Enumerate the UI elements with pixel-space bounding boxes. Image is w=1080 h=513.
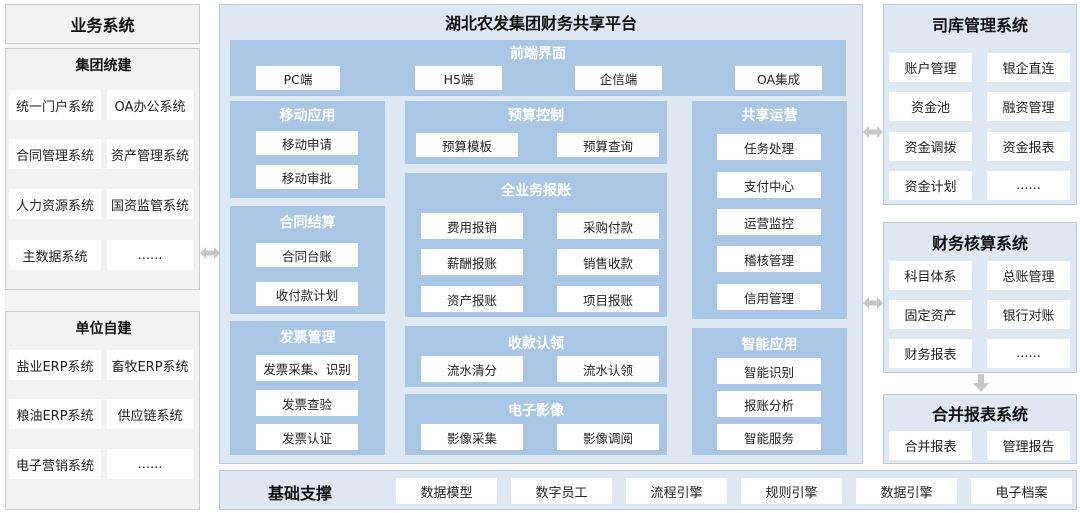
- reimbursement-item: 资产报账: [421, 286, 523, 312]
- system-item: 资产管理系统: [107, 139, 193, 169]
- treasury-item: 资金调拨: [889, 132, 972, 161]
- reimbursement-item: 费用报销: [421, 213, 523, 239]
- operations-item: 任务处理: [717, 134, 821, 160]
- operations-item: 信用管理: [717, 284, 821, 310]
- budget-item: 预算模板: [416, 133, 518, 157]
- treasury-item: ......: [987, 171, 1070, 200]
- base-support-item: 规则引擎: [741, 478, 842, 504]
- system-item: 盐业ERP系统: [9, 350, 101, 380]
- image-title: 电子影像: [508, 403, 564, 419]
- treasury-item: 银企直连: [987, 53, 1070, 82]
- system-item: 国资监管系统: [107, 189, 193, 219]
- contract-item: 收付款计划: [256, 282, 358, 306]
- system-item: OA办公系统: [107, 90, 193, 120]
- frontend-item: 企信端: [575, 66, 662, 90]
- consolidation-item: 合并报表: [889, 431, 972, 460]
- smart-apps-item: 报账分析: [717, 391, 821, 417]
- smart-apps-item: 智能识别: [717, 358, 821, 384]
- system-item: 电子营销系统: [9, 449, 101, 479]
- mobile-item: 移动申请: [256, 131, 358, 155]
- platform-title: 湖北农发集团财务共享平台: [444, 14, 637, 33]
- frontend-item: PC端: [256, 66, 340, 90]
- accounting-item: 银行对账: [987, 300, 1070, 329]
- operations-item: 运营监控: [717, 209, 821, 235]
- base-support-item: 流程引擎: [626, 478, 727, 504]
- budget-title: 预算控制: [508, 108, 564, 124]
- invoice-title: 发票管理: [279, 330, 336, 346]
- operations-item: 稽核管理: [717, 246, 821, 272]
- base-support-title: 基础支撑: [267, 484, 332, 503]
- accounting-item: 固定资产: [889, 300, 972, 329]
- treasury-item: 账户管理: [889, 53, 972, 82]
- system-item: 畜牧ERP系统: [107, 350, 193, 380]
- group-self-build-title: 单位自建: [75, 321, 132, 337]
- treasury-item: 融资管理: [987, 92, 1070, 121]
- receipt-title: 收款认领: [508, 336, 564, 352]
- image-item: 影像调阅: [557, 424, 659, 450]
- operations-item: 支付中心: [717, 172, 821, 198]
- frontend-title: 前端界面: [510, 46, 566, 62]
- base-support-item: 电子档案: [971, 478, 1072, 504]
- invoice-item: 发票认证: [256, 424, 358, 450]
- consolidation-title: 合并报表系统: [931, 405, 1028, 424]
- reimbursement-title: 全业务报账: [501, 183, 571, 199]
- invoice-item: 发票查验: [256, 390, 358, 416]
- business-systems-header: 业务系统: [5, 4, 200, 44]
- double-arrow-icon: [200, 247, 220, 259]
- system-item: 统一门户系统: [9, 90, 101, 120]
- reimbursement-item: 项目报账: [557, 286, 659, 312]
- invoice-item: 发票采集、识别: [256, 355, 358, 381]
- treasury-item: 资金报表: [987, 132, 1070, 161]
- accounting-title: 财务核算系统: [931, 234, 1028, 253]
- operations-title: 共享运营: [741, 108, 798, 124]
- base-support-item: 数据模型: [396, 478, 497, 504]
- base-support-item: 数字员工: [511, 478, 612, 504]
- image-item: 影像采集: [421, 424, 523, 450]
- frontend-item: OA集成: [735, 66, 822, 90]
- treasury-item: 资金计划: [889, 171, 972, 200]
- treasury-title: 司库管理系统: [931, 16, 1028, 35]
- system-item: 人力资源系统: [9, 189, 101, 219]
- double-arrow-icon: [863, 297, 883, 309]
- reimbursement-item: 薪酬报账: [421, 249, 523, 275]
- treasury-item: 资金池: [889, 92, 972, 121]
- system-item: ......: [107, 449, 193, 479]
- base-support-item: 数据引擎: [856, 478, 957, 504]
- system-item: 合同管理系统: [9, 139, 101, 169]
- down-arrow-icon: [973, 374, 989, 392]
- system-item: 供应链系统: [107, 399, 193, 429]
- receipt-item: 流水清分: [421, 356, 523, 382]
- accounting-item: 财务报表: [889, 339, 972, 368]
- contract-title: 合同结算: [279, 215, 336, 231]
- budget-item: 预算查询: [557, 133, 659, 157]
- smart-apps-item: 智能服务: [717, 424, 821, 450]
- system-item: 主数据系统: [9, 240, 101, 270]
- double-arrow-icon: [863, 126, 883, 138]
- frontend-item: H5端: [415, 66, 502, 90]
- receipt-item: 流水认领: [557, 356, 659, 382]
- accounting-item: 总账管理: [987, 261, 1070, 290]
- consolidation-item: 管理报告: [987, 431, 1070, 460]
- left-column: 业务系统 集团统建 单位自建 统一门户系统 OA办公系统 合同管理系统 资产管理…: [5, 4, 200, 510]
- system-item: ......: [107, 240, 193, 270]
- accounting-item: 科目体系: [889, 261, 972, 290]
- mobile-item: 移动审批: [256, 165, 358, 189]
- contract-item: 合同台账: [256, 243, 358, 267]
- reimbursement-item: 采购付款: [557, 213, 659, 239]
- smart-apps-title: 智能应用: [741, 337, 798, 353]
- reimbursement-item: 销售收款: [557, 249, 659, 275]
- group-unified-build-title: 集团统建: [75, 58, 132, 74]
- business-systems-title: 业务系统: [70, 16, 135, 35]
- mobile-title: 移动应用: [279, 108, 336, 124]
- accounting-item: ......: [987, 339, 1070, 368]
- system-item: 粮油ERP系统: [9, 399, 101, 429]
